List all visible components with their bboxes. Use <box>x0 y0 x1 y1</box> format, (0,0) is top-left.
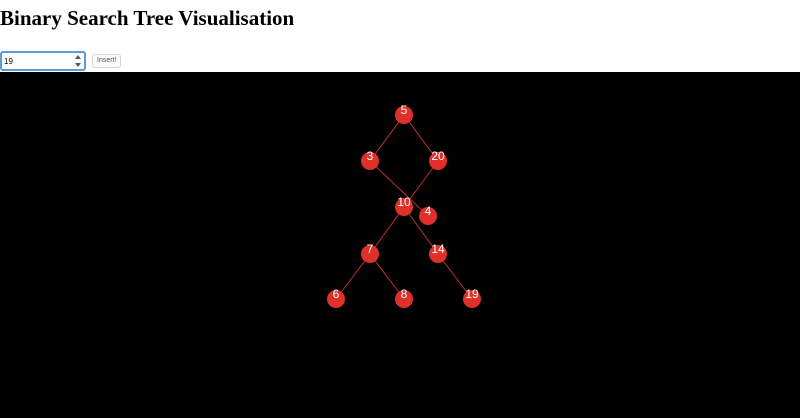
tree-node-circle <box>395 106 413 124</box>
tree-node-circle <box>463 290 481 308</box>
tree-node-7: 7 <box>361 242 379 263</box>
tree-node-circle <box>395 290 413 308</box>
tree-node-circle <box>361 152 379 170</box>
tree-edge-10-7 <box>369 206 405 255</box>
spin-down-icon[interactable] <box>75 63 81 67</box>
tree-node-circle <box>429 245 447 263</box>
tree-node-label: 5 <box>401 103 408 117</box>
spin-up-icon[interactable] <box>75 55 81 59</box>
value-input[interactable] <box>4 53 70 69</box>
tree-node-label: 19 <box>465 287 479 301</box>
tree-node-label: 4 <box>425 204 432 218</box>
tree-node-circle <box>361 245 379 263</box>
number-spinner[interactable] <box>74 55 82 67</box>
tree-node-label: 7 <box>367 242 374 256</box>
tree-node-5: 5 <box>395 103 413 124</box>
tree-edge-5-3 <box>369 114 405 162</box>
tree-node-3: 3 <box>361 149 379 170</box>
tree-edge-10-14 <box>403 206 439 255</box>
tree-node-8: 8 <box>395 287 413 308</box>
tree-node-14: 14 <box>429 242 447 263</box>
tree-node-label: 14 <box>431 242 445 256</box>
nodes-layer: 5 3 20 10 4 7 14 6 8 19 <box>327 103 481 308</box>
tree-node-label: 20 <box>431 149 445 163</box>
insert-controls: Insert! <box>0 51 122 71</box>
tree-node-label: 10 <box>397 195 411 209</box>
tree-node-circle <box>429 152 447 170</box>
edges-layer <box>335 114 473 300</box>
insert-button[interactable]: Insert! <box>92 54 122 68</box>
tree-edge-7-6 <box>335 253 371 300</box>
tree-node-20: 20 <box>429 149 447 170</box>
tree-edge-14-19 <box>437 253 473 300</box>
tree-node-4: 4 <box>419 204 437 225</box>
tree-edge-5-20 <box>403 114 439 162</box>
tree-svg: 5 3 20 10 4 7 14 6 8 19 <box>327 103 481 308</box>
tree-edge-7-8 <box>369 253 405 300</box>
value-number-input[interactable] <box>0 51 86 71</box>
tree-node-circle <box>395 198 413 216</box>
tree-node-19: 19 <box>463 287 481 308</box>
tree-node-circle <box>419 207 437 225</box>
tree-node-label: 3 <box>367 149 374 163</box>
tree-edge-20-10 <box>403 160 439 208</box>
tree-node-circle <box>327 290 345 308</box>
tree-node-label: 6 <box>333 287 340 301</box>
page-title: Binary Search Tree Visualisation <box>0 6 295 30</box>
tree-node-label: 8 <box>401 287 408 301</box>
tree-node-6: 6 <box>327 287 345 308</box>
tree-node-10: 10 <box>395 195 413 216</box>
tree-canvas: 5 3 20 10 4 7 14 6 8 19 <box>0 72 800 418</box>
tree-edge-3-4 <box>369 160 429 217</box>
